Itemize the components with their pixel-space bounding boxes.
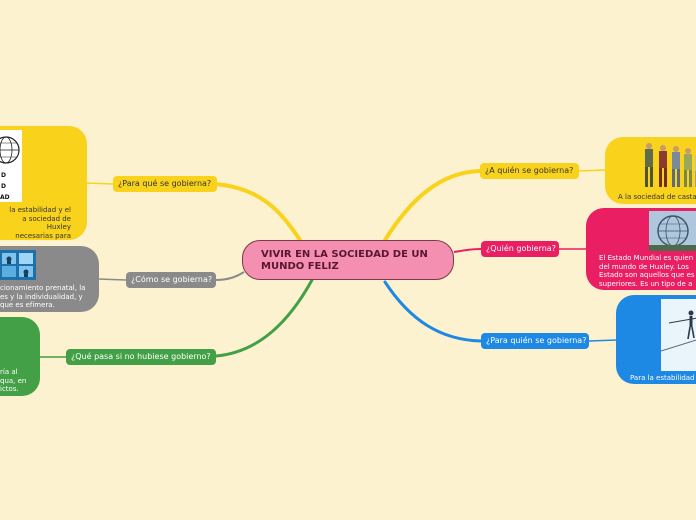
card-line: necesarias para que (0, 232, 71, 241)
card-line: El Estado Mundial es quien (599, 254, 695, 263)
card-line: Para la estabilidad (630, 374, 695, 383)
topic-quien-gobierna[interactable]: ¿Quién gobierna? (481, 241, 559, 257)
connector-central-para-que (215, 184, 300, 240)
card-line: es y la individualidad, y (0, 293, 85, 302)
card-line: ría al (0, 368, 26, 377)
central-topic[interactable]: VIVIR EN LA SOCIEDAD DE UN MUNDO FELIZ (242, 240, 454, 280)
card-line: qua, en (0, 377, 26, 386)
card-line: ictos. (0, 385, 26, 394)
connector-topic-card-a-quien (578, 170, 606, 171)
people-castes-image (642, 140, 696, 190)
globe-emblem-image: D D AD (0, 130, 22, 202)
card-line: del mundo de Huxley. Los (599, 263, 695, 272)
connector-central-quien (454, 249, 481, 252)
connector-central-para-quien (385, 282, 481, 341)
globe-emblem-icon (0, 130, 22, 170)
topic-a-quien-se-gobierna[interactable]: ¿A quién se gobierna? (480, 163, 579, 179)
card-line: Estado son aquellos que es (599, 271, 695, 280)
cinema-screen-image (0, 250, 36, 280)
card-para-quien-se-gobierna[interactable]: Para la estabilidad (616, 295, 696, 384)
connector-topic-card-como (98, 279, 126, 280)
card-line: a sociedad de Huxley (0, 215, 71, 232)
topic-que-pasa-si-no-hubiese-gobierno[interactable]: ¿Qué pasa si no hubiese gobierno? (66, 349, 216, 365)
emblem-text-1: D (1, 172, 6, 179)
emblem-text-3: AD (0, 194, 10, 201)
topic-como-se-gobierna[interactable]: ¿Cómo se gobierna? (126, 272, 216, 288)
card-quien-gobierna[interactable]: El Estado Mundial es quien del mundo de … (586, 208, 696, 290)
card-line: que es efímera. (0, 301, 85, 310)
connector-topic-card-para-quien (589, 340, 617, 341)
connector-central-que-pasa (216, 280, 312, 356)
card-line: cionamiento prenatal, la (0, 284, 85, 293)
card-para-que-se-gobierna[interactable]: D D AD la estabilidad y el a sociedad de… (0, 126, 87, 240)
topic-para-que-se-gobierna[interactable]: ¿Para qué se gobierna? (113, 176, 217, 192)
tightrope-walker-image (661, 299, 696, 371)
emblem-text-2: D (1, 183, 6, 190)
unisphere-globe-image (649, 211, 696, 251)
card-line: A la sociedad de casta (618, 193, 696, 202)
card-que-pasa-si-no-hubiese-gobierno[interactable]: ría al qua, en ictos. (0, 317, 40, 396)
connector-central-a-quien (385, 171, 480, 240)
card-line: superiores. Es un tipo de a (599, 280, 695, 289)
tightrope-walker-icon (661, 299, 696, 371)
topic-para-quien-se-gobierna[interactable]: ¿Para quién se gobierna? (481, 333, 589, 349)
card-line: la estabilidad y el (0, 206, 71, 215)
unisphere-globe-icon (649, 211, 696, 251)
connector-central-como (215, 272, 244, 280)
card-a-quien-se-gobierna[interactable]: A la sociedad de casta (605, 137, 696, 204)
connector-topic-card-para-que (85, 183, 113, 184)
card-como-se-gobierna[interactable]: cionamiento prenatal, la es y la individ… (0, 246, 99, 312)
people-castes-icon (642, 140, 696, 190)
cinema-screen-icon (0, 250, 36, 280)
